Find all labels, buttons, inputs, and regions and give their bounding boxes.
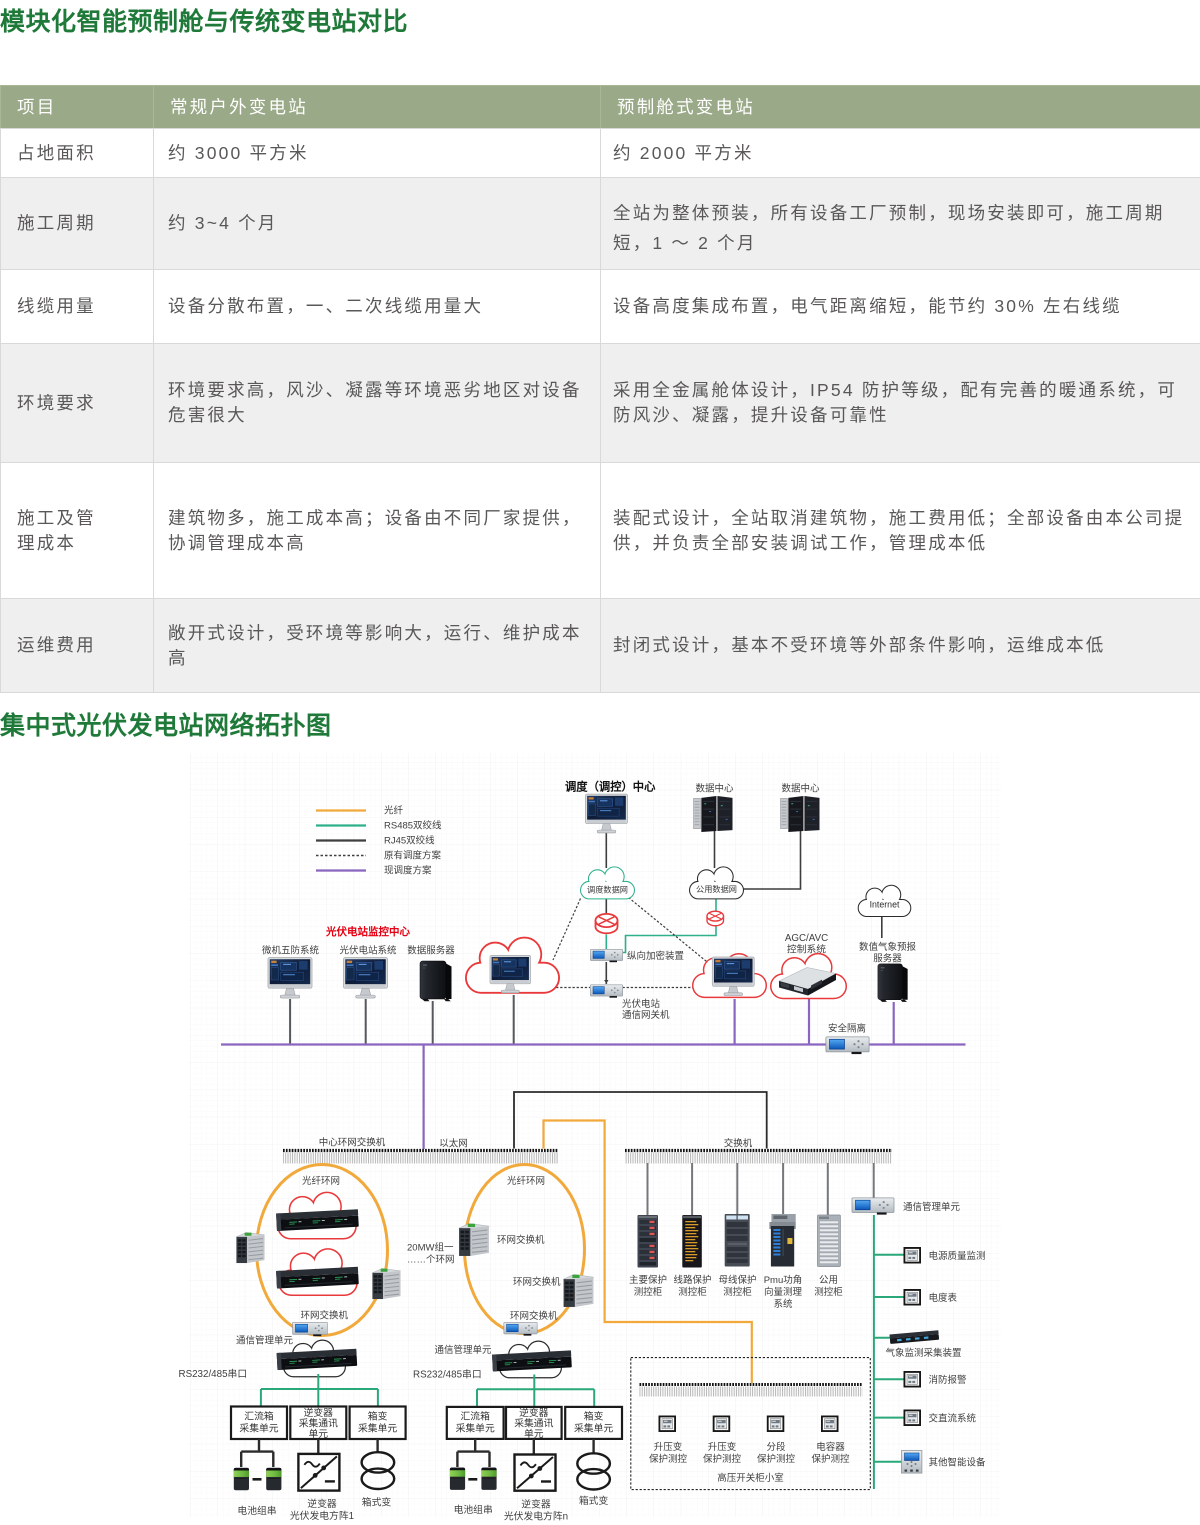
svg-text:气象监测采集装置: 气象监测采集装置 xyxy=(885,1347,961,1359)
svg-text:光纤环网: 光纤环网 xyxy=(507,1175,545,1187)
svg-text:采集单元: 采集单元 xyxy=(456,1422,495,1435)
svg-text:升压变: 升压变 xyxy=(654,1441,683,1453)
svg-text:向量测理: 向量测理 xyxy=(764,1286,803,1298)
svg-text:箱式变: 箱式变 xyxy=(362,1496,392,1509)
svg-text:测控柜: 测控柜 xyxy=(723,1286,752,1298)
svg-text:通信管理单元: 通信管理单元 xyxy=(435,1344,493,1356)
svg-text:数据服务器: 数据服务器 xyxy=(407,945,455,957)
svg-text:公用数据网: 公用数据网 xyxy=(696,884,737,894)
svg-text:线路保护: 线路保护 xyxy=(673,1274,711,1286)
svg-text:原有调度方案: 原有调度方案 xyxy=(384,850,442,862)
svg-text:通信管理单元: 通信管理单元 xyxy=(236,1335,294,1347)
svg-text:电源质量监测: 电源质量监测 xyxy=(929,1250,986,1262)
svg-text:AGC/AVC: AGC/AVC xyxy=(785,933,828,944)
svg-text:母线保护: 母线保护 xyxy=(718,1274,756,1286)
svg-text:逆变器: 逆变器 xyxy=(519,1406,549,1419)
svg-text:Internet: Internet xyxy=(870,900,900,910)
svg-text:光伏电站系统: 光伏电站系统 xyxy=(339,945,397,957)
svg-text:逆变器: 逆变器 xyxy=(521,1498,551,1511)
svg-text:微机五防系统: 微机五防系统 xyxy=(262,945,320,957)
svg-text:汇流箱: 汇流箱 xyxy=(461,1410,491,1423)
svg-text:采集单元: 采集单元 xyxy=(239,1422,278,1435)
svg-text:逆变器: 逆变器 xyxy=(304,1406,334,1419)
svg-text:Pmu功角: Pmu功角 xyxy=(764,1274,803,1286)
svg-text:控制系统: 控制系统 xyxy=(787,943,826,956)
svg-text:环网交换机: 环网交换机 xyxy=(510,1310,558,1322)
svg-text:20MW组一: 20MW组一 xyxy=(407,1242,454,1254)
svg-text:光伏电站监控中心: 光伏电站监控中心 xyxy=(325,925,410,938)
svg-text:光伏电站: 光伏电站 xyxy=(622,998,661,1010)
svg-text:箱式变: 箱式变 xyxy=(579,1494,609,1507)
svg-text:环网交换机: 环网交换机 xyxy=(513,1276,561,1288)
svg-text:RJ45双绞线: RJ45双绞线 xyxy=(384,835,435,847)
svg-text:保护测控: 保护测控 xyxy=(703,1453,742,1465)
svg-text:以太网: 以太网 xyxy=(439,1138,468,1150)
svg-text:保护测控: 保护测控 xyxy=(757,1453,796,1465)
svg-text:汇流箱: 汇流箱 xyxy=(244,1410,274,1423)
svg-text:电度表: 电度表 xyxy=(929,1292,958,1304)
svg-text:交直流系统: 交直流系统 xyxy=(929,1413,977,1425)
svg-text:调度数据网: 调度数据网 xyxy=(587,885,628,895)
svg-text:高压开关柜小室: 高压开关柜小室 xyxy=(717,1472,784,1484)
svg-text:安全隔离: 安全隔离 xyxy=(828,1023,866,1035)
svg-text:单元: 单元 xyxy=(309,1428,329,1440)
svg-text:……个环网: ……个环网 xyxy=(407,1255,455,1266)
svg-text:数值气象预报: 数值气象预报 xyxy=(859,941,917,953)
svg-text:采集通讯: 采集通讯 xyxy=(299,1417,338,1430)
svg-text:通信网关机: 通信网关机 xyxy=(622,1009,670,1021)
svg-text:光伏发电方阵1: 光伏发电方阵1 xyxy=(290,1509,354,1522)
svg-text:调度（调控）中心: 调度（调控）中心 xyxy=(565,780,656,794)
svg-text:采集单元: 采集单元 xyxy=(574,1422,613,1435)
svg-text:RS232/485串口: RS232/485串口 xyxy=(413,1369,482,1381)
svg-text:中心环网交换机: 中心环网交换机 xyxy=(319,1137,386,1149)
svg-text:系统: 系统 xyxy=(773,1298,793,1310)
svg-text:主要保护: 主要保护 xyxy=(629,1274,667,1286)
svg-text:其他智能设备: 其他智能设备 xyxy=(929,1457,987,1469)
svg-text:升压变: 升压变 xyxy=(708,1441,737,1453)
svg-text:现调度方案: 现调度方案 xyxy=(384,865,432,877)
svg-text:箱变: 箱变 xyxy=(584,1410,604,1423)
svg-text:逆变器: 逆变器 xyxy=(307,1497,337,1510)
svg-text:单元: 单元 xyxy=(524,1428,544,1440)
svg-text:环网交换机: 环网交换机 xyxy=(301,1310,349,1322)
svg-text:箱变: 箱变 xyxy=(368,1410,388,1423)
svg-text:消防报警: 消防报警 xyxy=(929,1374,968,1386)
svg-text:光纤: 光纤 xyxy=(384,805,404,817)
svg-text:环网交换机: 环网交换机 xyxy=(497,1234,545,1246)
svg-text:光伏发电方阵n: 光伏发电方阵n xyxy=(504,1510,568,1523)
svg-text:交换机: 交换机 xyxy=(724,1138,753,1150)
svg-text:保护测控: 保护测控 xyxy=(649,1453,688,1465)
svg-text:RS485双绞线: RS485双绞线 xyxy=(384,820,442,832)
svg-text:测控柜: 测控柜 xyxy=(678,1286,707,1298)
svg-text:数据中心: 数据中心 xyxy=(695,783,734,795)
svg-text:公用: 公用 xyxy=(819,1275,838,1286)
svg-text:光纤环网: 光纤环网 xyxy=(302,1175,340,1187)
svg-text:电池组串: 电池组串 xyxy=(237,1504,276,1517)
svg-text:服务器: 服务器 xyxy=(873,953,902,965)
svg-text:采集单元: 采集单元 xyxy=(358,1422,397,1435)
svg-text:测控柜: 测控柜 xyxy=(814,1286,843,1298)
svg-text:电容器: 电容器 xyxy=(816,1441,845,1453)
svg-text:通信管理单元: 通信管理单元 xyxy=(903,1201,961,1213)
svg-text:分段: 分段 xyxy=(766,1441,786,1453)
svg-text:测控柜: 测控柜 xyxy=(634,1286,663,1298)
svg-text:电池组串: 电池组串 xyxy=(454,1503,493,1516)
svg-text:纵向加密装置: 纵向加密装置 xyxy=(627,950,684,962)
svg-text:RS232/485串口: RS232/485串口 xyxy=(179,1368,248,1380)
svg-text:保护测控: 保护测控 xyxy=(811,1453,850,1465)
svg-text:数据中心: 数据中心 xyxy=(781,783,820,795)
svg-text:采集通讯: 采集通讯 xyxy=(514,1417,553,1430)
